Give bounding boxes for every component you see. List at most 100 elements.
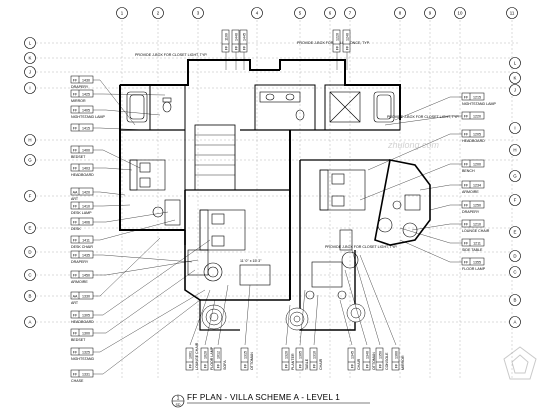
bottom-tag-label: PLANTER [291,353,295,370]
grid-bubble-left: F [24,190,36,202]
svg-text:C: C [513,270,516,275]
tag-prefix: FF [224,45,228,50]
svg-text:E: E [514,230,517,235]
svg-text:A: A [514,320,517,325]
tag-prefix: FF [335,45,339,50]
tag-prefix: FF [73,331,78,335]
grid-bubble-right: J [509,84,521,96]
svg-text:G: G [28,158,32,163]
tag-number: 1325 [82,350,90,354]
tag-prefix: FF [73,350,78,354]
svg-text:L: L [514,61,517,66]
grid-bubble-top: 11 [506,7,518,19]
tag-prefix: FF [203,363,207,368]
grid-bubble-right: G [509,170,521,182]
svg-text:2: 2 [157,11,160,16]
tag-number: 1331 [82,372,90,376]
tag-label: LOUNGE CHAIR [462,229,490,233]
tag-prefix: FF [73,108,78,112]
svg-text:8: 8 [399,11,402,16]
furniture [126,91,421,300]
svg-text:I: I [29,86,30,91]
tag-number: 1406 [82,220,90,224]
tag-prefix: FF [243,363,247,368]
note-bottom-right: PROVIDE J-BOX FOR CLOSET LIGHT, TYP. [325,245,397,249]
tag-number: 1305 [82,313,90,317]
bottom-tag-label: OTTOMAN [250,352,254,370]
tag-number: 1001 [188,351,192,359]
svg-text:11: 11 [510,11,515,16]
building-walls [119,59,431,331]
tag-number: 1400 [82,148,90,152]
tag-label: BEDSET [71,155,86,159]
grid-bubble-top: 9 [424,7,436,19]
tag-number: 1450 [82,273,90,277]
planters [201,303,366,331]
drawing-title-block: 1 SD FF PLAN - VILLA SCHEME A - LEVEL 1 [171,393,370,408]
tag-prefix: FF [73,220,78,224]
grid-bubble-right: C [509,266,521,278]
tag-label: HEADBOARD [71,320,94,324]
tag-number: 1215 [473,95,481,99]
svg-text:B: B [514,298,517,303]
svg-text:A: A [29,320,32,325]
tag-prefix: FF [73,238,78,242]
tag-number: 1250 [473,203,481,207]
bottom-tag-label: TABLE [305,358,309,370]
tag-label: HEADBOARD [462,139,485,143]
tag-label: SIDE TABLE [462,248,483,252]
bottom-tag-label: CONSOLE [385,352,389,370]
title-sub: SD [176,403,181,407]
grid-bubble-right: D [509,250,521,262]
tag-number: 1350 [378,351,382,359]
tag-number: 1330 [82,294,90,298]
tag-label: DRAPERY [71,260,89,264]
tag-prefix: FF [73,148,78,152]
grid-bubble-left: G [24,154,36,166]
tag-prefix: FF [242,45,246,50]
bottom-tag-label: LOUNGE CHAIR [195,342,199,370]
tag-prefix: FF [188,363,192,368]
furniture-tag: FF 1445 [239,29,248,53]
grid-bubble-left: H [24,134,36,146]
grid-bubble-right: H [509,144,521,156]
grid-bubble-right: F [509,194,521,206]
tag-prefix: FF [464,162,469,166]
tag-number: 1100 [224,33,228,41]
grid-bubble-left: C [24,269,36,281]
room-label: 11' 0" x 15' 3" [240,259,262,263]
tag-number: 1211 [473,241,481,245]
svg-text:D: D [513,254,516,259]
tag-prefix: FF [464,260,469,264]
svg-text:D: D [28,250,31,255]
tag-number: 1445 [242,33,246,41]
svg-text:10: 10 [458,11,463,16]
